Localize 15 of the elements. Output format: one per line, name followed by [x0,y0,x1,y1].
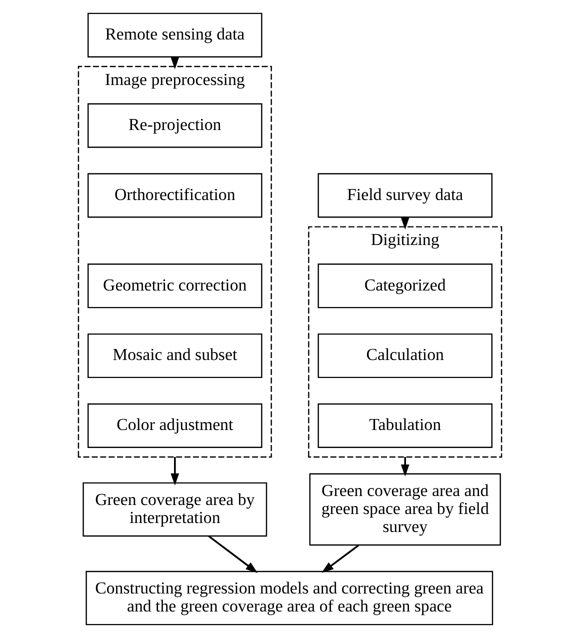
node-box: Orthorectification [88,173,262,218]
node-box: Tabulation [318,403,492,448]
node-box: Mosaic and subset [88,333,262,378]
node-box: Re-projection [88,103,262,148]
arrow [400,457,410,477]
arrow [322,544,360,573]
node-box: Green coverage area and green space area by field survey [309,473,501,546]
node-box: Categorized [318,264,492,308]
node-box: Geometric correction [88,264,262,308]
node-box: Calculation [318,333,492,378]
arrow [170,457,180,486]
node-box: Color adjustment [88,403,262,448]
node-box: Green coverage area by interpretation [82,482,268,537]
arrow [208,535,258,573]
node-box: Constructing regression models and correcting green area and the green coverage area of each green space [86,570,494,626]
